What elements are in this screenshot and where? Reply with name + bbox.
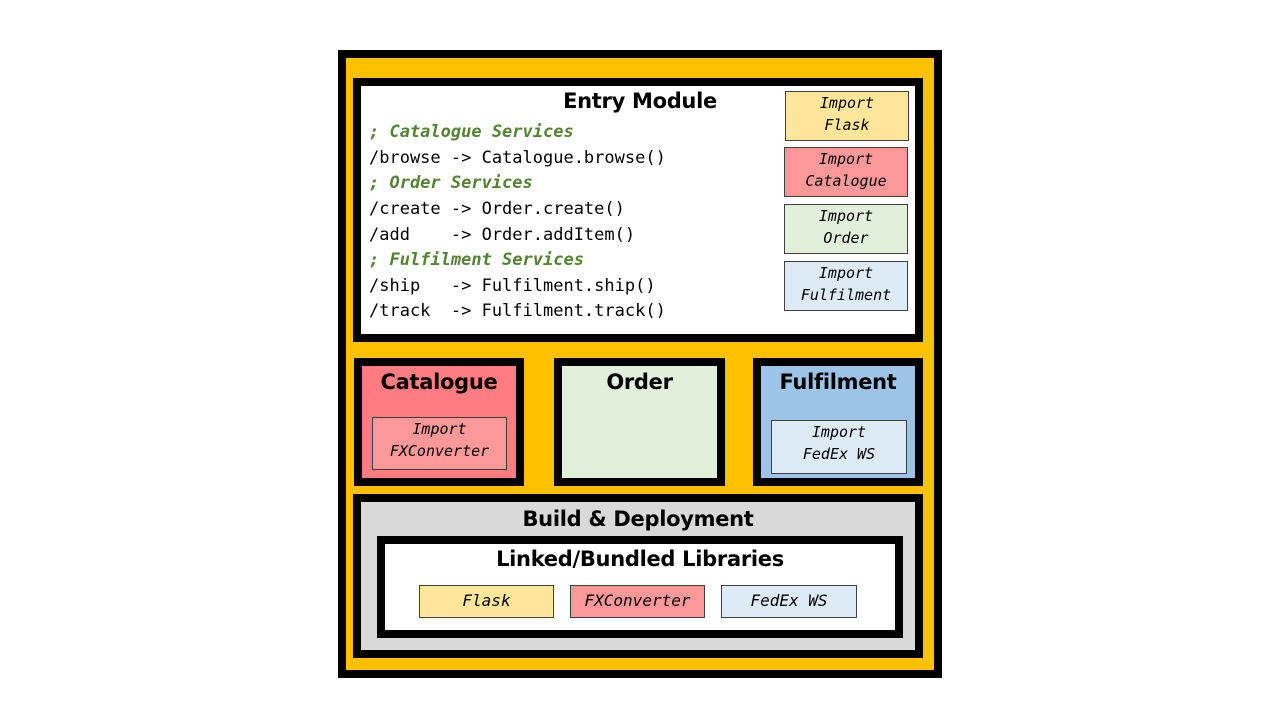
import-catalogue-box: Import Catalogue bbox=[784, 147, 908, 197]
import-order-box: Import Order bbox=[784, 204, 908, 254]
build-deployment-title: Build & Deployment bbox=[522, 507, 754, 531]
code-line-5: /add -> Order.addItem() bbox=[369, 225, 636, 245]
code-line-8: /track -> Fulfilment.track() bbox=[369, 301, 666, 321]
import-flask-box: Import Flask bbox=[785, 91, 909, 141]
code-line-1: ; Catalogue Services bbox=[369, 122, 574, 142]
order-module-title: Order bbox=[606, 370, 673, 394]
linked-libraries-title: Linked/Bundled Libraries bbox=[496, 547, 784, 571]
code-line-7: /ship -> Fulfilment.ship() bbox=[369, 276, 656, 296]
fulfilment-module-title: Fulfilment bbox=[779, 370, 897, 394]
order-module-body bbox=[562, 366, 717, 478]
library-fxconverter: FXConverter bbox=[570, 585, 705, 618]
order-module bbox=[554, 358, 725, 486]
import-fedex-ws-box: Import FedEx WS bbox=[771, 420, 907, 474]
code-line-4: /create -> Order.create() bbox=[369, 199, 625, 219]
code-line-6: ; Fulfilment Services bbox=[369, 250, 584, 270]
library-fedex-ws: FedEx WS bbox=[721, 585, 857, 618]
import-fulfilment-box: Import Fulfilment bbox=[784, 261, 908, 311]
import-fxconverter-box: Import FXConverter bbox=[372, 417, 507, 470]
entry-module-title: Entry Module bbox=[563, 89, 717, 113]
library-flask: Flask bbox=[419, 585, 554, 618]
code-line-3: ; Order Services bbox=[369, 173, 533, 193]
code-line-2: /browse -> Catalogue.browse() bbox=[369, 148, 666, 168]
catalogue-module-title: Catalogue bbox=[380, 370, 498, 394]
